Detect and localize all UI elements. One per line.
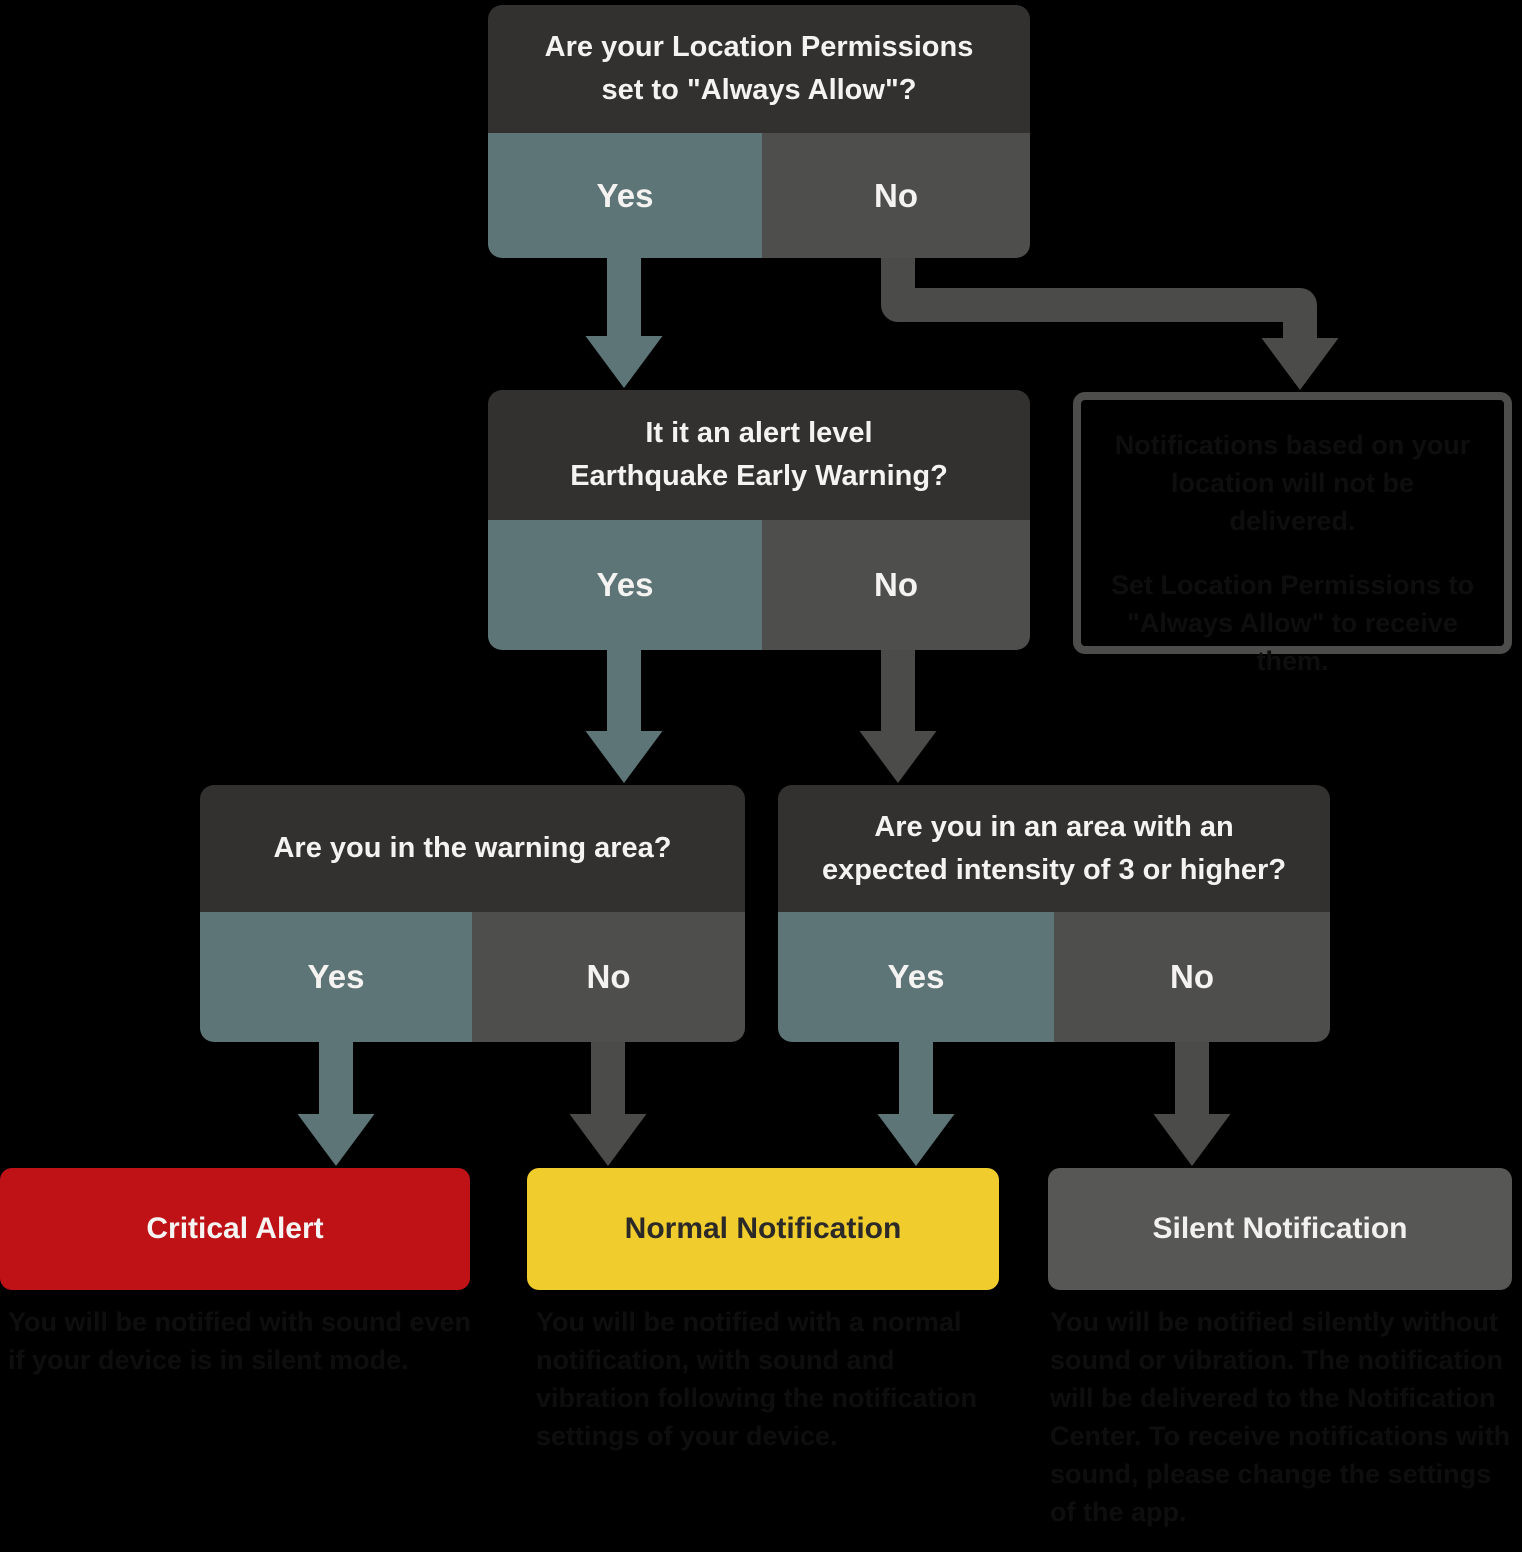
- arrow-q1-yes: [585, 258, 663, 388]
- connector-q1-no: [881, 258, 1317, 338]
- question-node-alert-level: It it an alert level Earthquake Early Wa…: [488, 390, 1030, 650]
- caption-critical-alert: You will be notified with sound even if …: [8, 1307, 472, 1375]
- info-paragraph-2: Set Location Permissions to "Always Allo…: [1110, 570, 1475, 676]
- outcome-critical-alert: Critical Alert: [0, 1168, 470, 1290]
- info-paragraph-1: Notifications based on your location wil…: [1114, 430, 1471, 536]
- answer-yes: Yes: [200, 912, 472, 1042]
- outcome-silent-notification: Silent Notification: [1048, 1168, 1512, 1290]
- question-text: Are your Location Permissions set to "Al…: [488, 5, 1030, 133]
- question-node-expected-intensity: Are you in an area with an expected inte…: [778, 785, 1330, 1042]
- question-text: Are you in an area with an expected inte…: [778, 785, 1330, 912]
- answer-no: No: [762, 133, 1030, 258]
- arrow-q2-no: [859, 650, 937, 783]
- answer-yes: Yes: [488, 133, 762, 258]
- caption-normal-notification: You will be notified with a normal notif…: [536, 1307, 977, 1451]
- answer-yes: Yes: [778, 912, 1054, 1042]
- answer-no: No: [472, 912, 745, 1042]
- question-node-location-permissions: Are your Location Permissions set to "Al…: [488, 5, 1030, 258]
- caption-silent-notification: You will be notified silently without so…: [1050, 1307, 1511, 1527]
- answer-row: Yes No: [488, 133, 1030, 258]
- arrow-q4-yes: [877, 1042, 955, 1166]
- arrow-q3-yes: [297, 1042, 375, 1166]
- answer-yes: Yes: [488, 520, 762, 650]
- answer-row: Yes No: [488, 520, 1030, 650]
- arrow-q2-yes: [585, 650, 663, 783]
- arrow-q4-no: [1153, 1042, 1231, 1166]
- answer-row: Yes No: [200, 912, 745, 1042]
- arrow-q3-no: [569, 1042, 647, 1166]
- question-text: It it an alert level Earthquake Early Wa…: [488, 390, 1030, 520]
- outcome-normal-notification: Normal Notification: [527, 1168, 999, 1290]
- arrowhead-q1-no: [1261, 338, 1339, 390]
- info-box-location-disabled: Notifications based on your location wil…: [1073, 392, 1512, 676]
- answer-no: No: [762, 520, 1030, 650]
- question-node-warning-area: Are you in the warning area? Yes No: [200, 785, 745, 1042]
- answer-no: No: [1054, 912, 1330, 1042]
- question-text: Are you in the warning area?: [200, 785, 745, 912]
- answer-row: Yes No: [778, 912, 1330, 1042]
